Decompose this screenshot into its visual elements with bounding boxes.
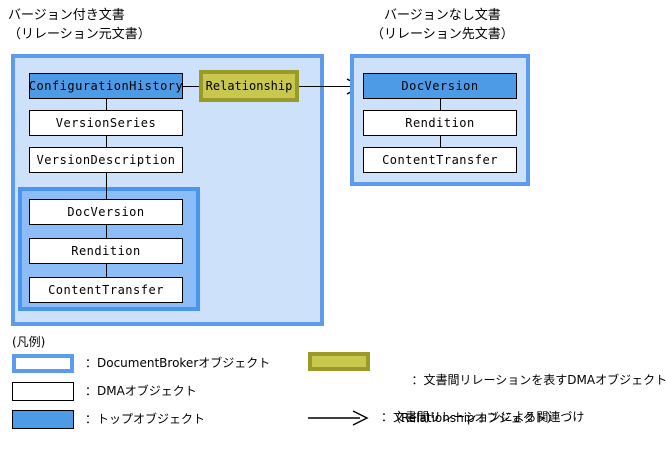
box-rendition-right[interactable]: Rendition xyxy=(363,110,517,136)
box-docversion-left[interactable]: DocVersion xyxy=(29,199,183,225)
left-panel-header: バージョン付き文書 （リレーション元文書） xyxy=(8,8,151,42)
legend-label-dma-object: ：DMAオブジェクト xyxy=(85,384,197,398)
connector-versiondescription-docversion xyxy=(106,173,107,199)
legend-title: (凡例) xyxy=(12,335,46,349)
connector-rendition-contenttransfer-left xyxy=(106,264,107,277)
legend-item-relation-arrow: ：文書間リレーションによる関連づけ xyxy=(308,408,584,427)
right-panel-header: バージョンなし文書 （リレーション先文書） xyxy=(371,8,514,42)
legend-label-relationship-object: ：文書間リレーションを表すDMAオブジェクト （Relationshipオブジェ… xyxy=(381,352,666,465)
legend-label-documentbroker-object: ：DocumentBrokerオブジェクト xyxy=(85,356,271,370)
legend-swatch-documentbroker-object xyxy=(12,354,74,373)
box-rendition-left[interactable]: Rendition xyxy=(29,238,183,264)
connector-confighistory-relationship xyxy=(183,86,199,87)
legend-label-relationship-line2: （Relationshipオブジェクト） xyxy=(389,411,559,425)
legend-label-relation-arrow: ：文書間リレーションによる関連づけ xyxy=(381,410,585,424)
relation-arrow-line xyxy=(299,86,363,87)
connector-docversion-rendition-right xyxy=(440,99,441,110)
box-versiondescription[interactable]: VersionDescription xyxy=(29,147,183,173)
box-versionseries[interactable]: VersionSeries xyxy=(29,110,183,136)
legend-label-top-object: ：トップオブジェクト xyxy=(85,412,206,426)
legend-swatch-relationship-object xyxy=(308,352,370,371)
connector-rendition-contenttransfer-right xyxy=(440,136,441,147)
box-docversion-right[interactable]: DocVersion xyxy=(363,73,517,99)
box-contenttransfer-right[interactable]: ContentTransfer xyxy=(363,147,517,173)
legend: (凡例) ：DocumentBrokerオブジェクト ：DMAオブジェクト ：ト… xyxy=(0,330,666,443)
box-relationship[interactable]: Relationship xyxy=(199,70,299,102)
legend-item-relationship-object: ：文書間リレーションを表すDMAオブジェクト （Relationshipオブジェ… xyxy=(308,352,666,465)
connector-versionseries-versiondescription xyxy=(106,136,107,147)
legend-label-relationship-line1: ：文書間リレーションを表すDMAオブジェクト xyxy=(411,373,666,387)
diagram-canvas: バージョン付き文書 （リレーション元文書） バージョンなし文書 （リレーション先… xyxy=(0,8,666,443)
legend-swatch-dma-object xyxy=(12,382,74,401)
box-configurationhistory[interactable]: ConfigurationHistory xyxy=(29,73,183,99)
connector-docversion-rendition-left xyxy=(106,225,107,238)
legend-swatch-arrow-icon xyxy=(308,408,370,427)
legend-item-dma-object: ：DMAオブジェクト xyxy=(12,382,197,401)
connector-confighistory-versionseries xyxy=(106,99,107,110)
legend-item-top-object: ：トップオブジェクト xyxy=(12,410,205,429)
legend-swatch-top-object xyxy=(12,410,74,429)
legend-item-documentbroker-object: ：DocumentBrokerオブジェクト xyxy=(12,354,270,373)
box-contenttransfer-left[interactable]: ContentTransfer xyxy=(29,277,183,303)
